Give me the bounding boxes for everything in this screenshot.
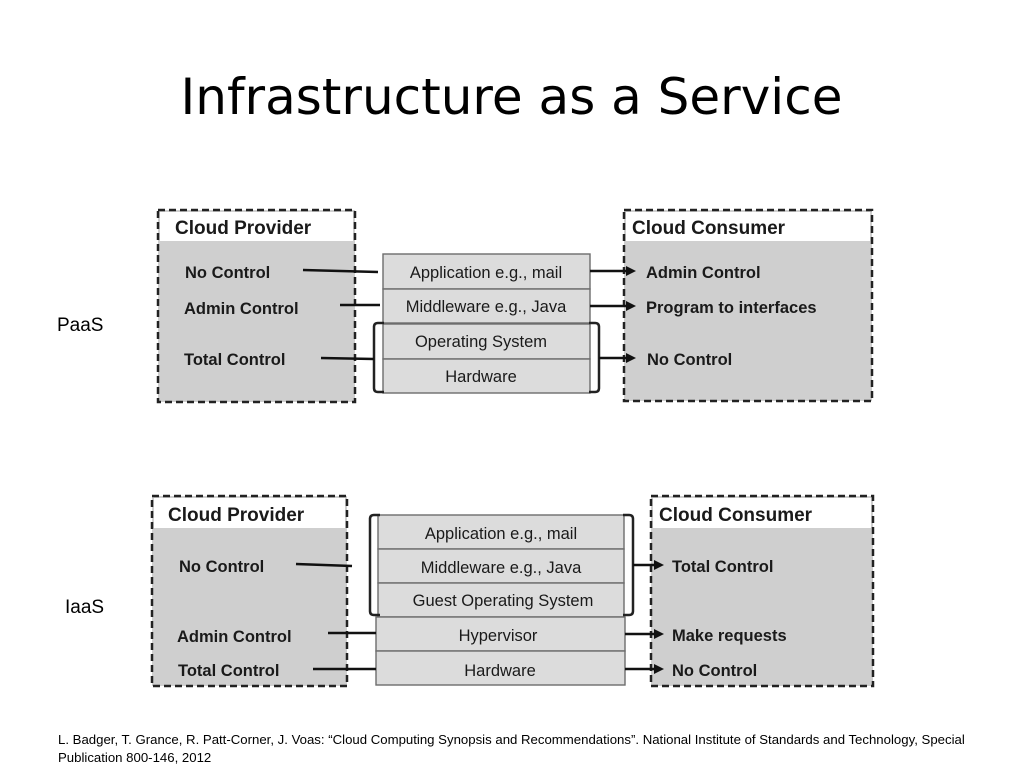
paas-layer-label: Operating System bbox=[415, 333, 547, 351]
arrow-head-icon bbox=[654, 560, 664, 570]
iaas-layer bbox=[377, 514, 625, 550]
iaas-layer-label: Application e.g., mail bbox=[425, 525, 577, 543]
iaas-left-bracket bbox=[368, 513, 380, 617]
iaas-consumer-control: No Control bbox=[672, 662, 757, 680]
iaas-consumer-control: Total Control bbox=[672, 558, 773, 576]
iaas-provider-control: Total Control bbox=[178, 662, 279, 680]
arrow-head-icon bbox=[654, 629, 664, 639]
paas-connector-line bbox=[320, 356, 375, 361]
paas-provider-control: Total Control bbox=[184, 351, 285, 369]
iaas-connector-line bbox=[295, 562, 353, 568]
paas-layer bbox=[382, 358, 591, 394]
paas-layer-label: Hardware bbox=[445, 368, 517, 386]
iaas-layer-stack: Application e.g., mail Middleware e.g., … bbox=[375, 514, 626, 686]
arrow-head-icon bbox=[626, 266, 636, 276]
iaas-layer-label: Middleware e.g., Java bbox=[421, 559, 582, 577]
paas-consumer-title: Cloud Consumer bbox=[632, 218, 786, 239]
paas-layer-label: Application e.g., mail bbox=[410, 264, 562, 282]
iaas-consumer-title: Cloud Consumer bbox=[659, 505, 813, 526]
iaas-layer-label: Hypervisor bbox=[459, 627, 538, 645]
iaas-consumer-box: Cloud Consumer Total Control Make reques… bbox=[649, 494, 875, 688]
paas-left-bracket bbox=[372, 321, 384, 394]
iaas-provider-box: Cloud Provider No Control Admin Control … bbox=[150, 494, 349, 688]
paas-consumer-box: Cloud Consumer Admin Control Program to … bbox=[622, 208, 874, 403]
paas-layer bbox=[382, 288, 591, 324]
iaas-consumer-control: Make requests bbox=[672, 627, 787, 645]
citation: L. Badger, T. Grance, R. Patt-Corner, J.… bbox=[58, 732, 965, 765]
paas-layer-stack: Application e.g., mail Middleware e.g., … bbox=[382, 253, 591, 394]
paas-consumer-control: No Control bbox=[647, 351, 732, 369]
paas-label: PaaS bbox=[57, 315, 104, 336]
iaas-provider-control: Admin Control bbox=[177, 628, 292, 646]
iaas-layer-label: Hardware bbox=[464, 662, 536, 680]
iaas-provider-control: No Control bbox=[179, 558, 264, 576]
iaas-provider-title: Cloud Provider bbox=[168, 505, 305, 526]
arrow-head-icon bbox=[626, 353, 636, 363]
iaas-layer-label: Guest Operating System bbox=[413, 592, 594, 610]
arrow-head-icon bbox=[654, 664, 664, 674]
arrow-head-icon bbox=[626, 301, 636, 311]
iaas-diagram: Cloud Provider No Control Admin Control … bbox=[150, 494, 875, 688]
paas-provider-box: Cloud Provider No Control Admin Control … bbox=[156, 208, 357, 404]
iaas-label: IaaS bbox=[65, 597, 105, 618]
paas-connector-line bbox=[302, 268, 379, 274]
paas-consumer-control: Admin Control bbox=[646, 264, 761, 282]
paas-provider-control: Admin Control bbox=[184, 300, 299, 318]
paas-provider-title: Cloud Provider bbox=[175, 218, 312, 239]
iaas-layer bbox=[375, 616, 626, 652]
paas-provider-control: No Control bbox=[185, 264, 270, 282]
paas-diagram: Cloud Provider No Control Admin Control … bbox=[156, 208, 874, 404]
iaas-layer bbox=[375, 650, 626, 686]
paas-consumer-control: Program to interfaces bbox=[646, 299, 817, 317]
paas-layer-label: Middleware e.g., Java bbox=[406, 298, 567, 316]
slide-title: Infrastructure as a Service bbox=[180, 68, 843, 126]
